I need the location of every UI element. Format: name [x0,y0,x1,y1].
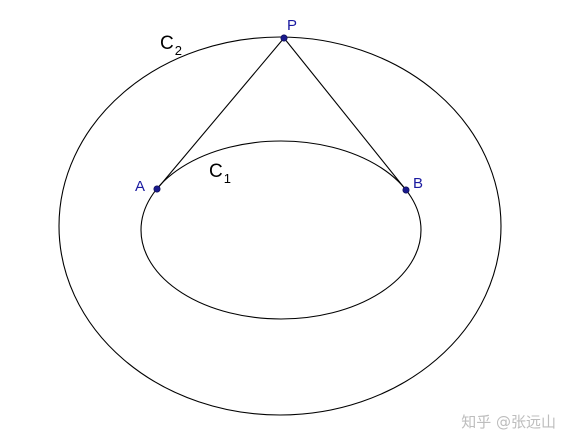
point-p [280,34,288,42]
curve-label-c1-base: C [209,161,223,182]
curve-label-c2: C2 [160,33,182,58]
outer-ellipse-c2 [58,36,502,416]
inner-ellipse-c1 [140,140,422,320]
curve-label-c1-subscript: 1 [224,171,231,186]
point-a [153,185,161,193]
point-b [402,186,410,194]
watermark: 知乎 @张远山 [461,413,556,431]
point-label-p: P [287,17,297,34]
point-label-b: B [413,175,423,192]
curve-label-c1: C1 [209,161,231,186]
tangent-segment-pa [156,37,285,190]
tangent-segment-pb [283,37,407,191]
point-label-a: A [135,178,145,195]
curve-label-c2-subscript: 2 [175,43,182,58]
curve-label-c2-base: C [160,33,174,54]
